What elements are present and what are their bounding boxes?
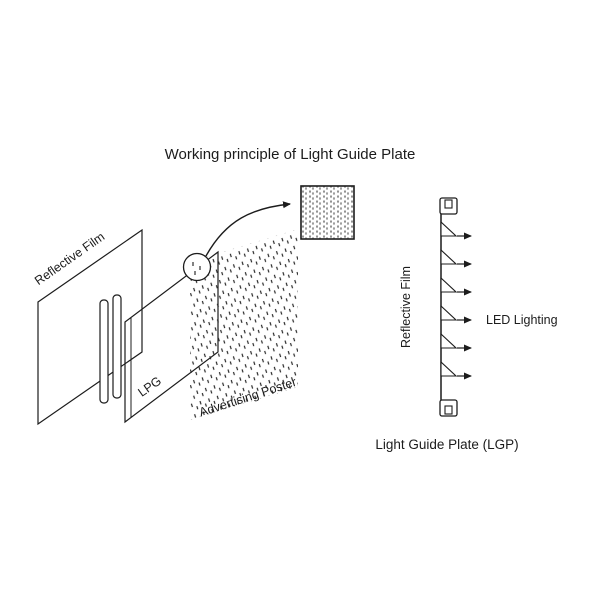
reflective-film-label: Reflective Film xyxy=(32,229,107,287)
light-ray-triangle xyxy=(440,276,458,293)
zoom-box xyxy=(300,185,355,240)
led-top xyxy=(439,197,458,215)
lgp-caption: Light Guide Plate (LGP) xyxy=(375,437,518,452)
led-bar xyxy=(99,299,109,404)
light-ray-triangle xyxy=(440,360,458,377)
led-lighting-label: LED Lighting xyxy=(486,313,558,327)
diagram-title: Working principle of Light Guide Plate xyxy=(165,146,416,163)
zoom-arrow xyxy=(205,201,291,257)
advertising-poster-sheet xyxy=(190,229,298,420)
light-ray-triangle xyxy=(440,332,458,349)
light-ray-group xyxy=(440,220,472,380)
light-ray-triangle xyxy=(440,304,458,321)
right-reflective-film-label: Reflective Film xyxy=(399,266,413,348)
light-ray-triangle xyxy=(440,248,458,265)
led-bar xyxy=(112,294,122,399)
light-ray-triangle xyxy=(440,220,458,237)
reflective-film-sheet xyxy=(37,228,143,426)
led-bottom xyxy=(439,399,458,417)
magnifier-circle xyxy=(182,252,212,282)
